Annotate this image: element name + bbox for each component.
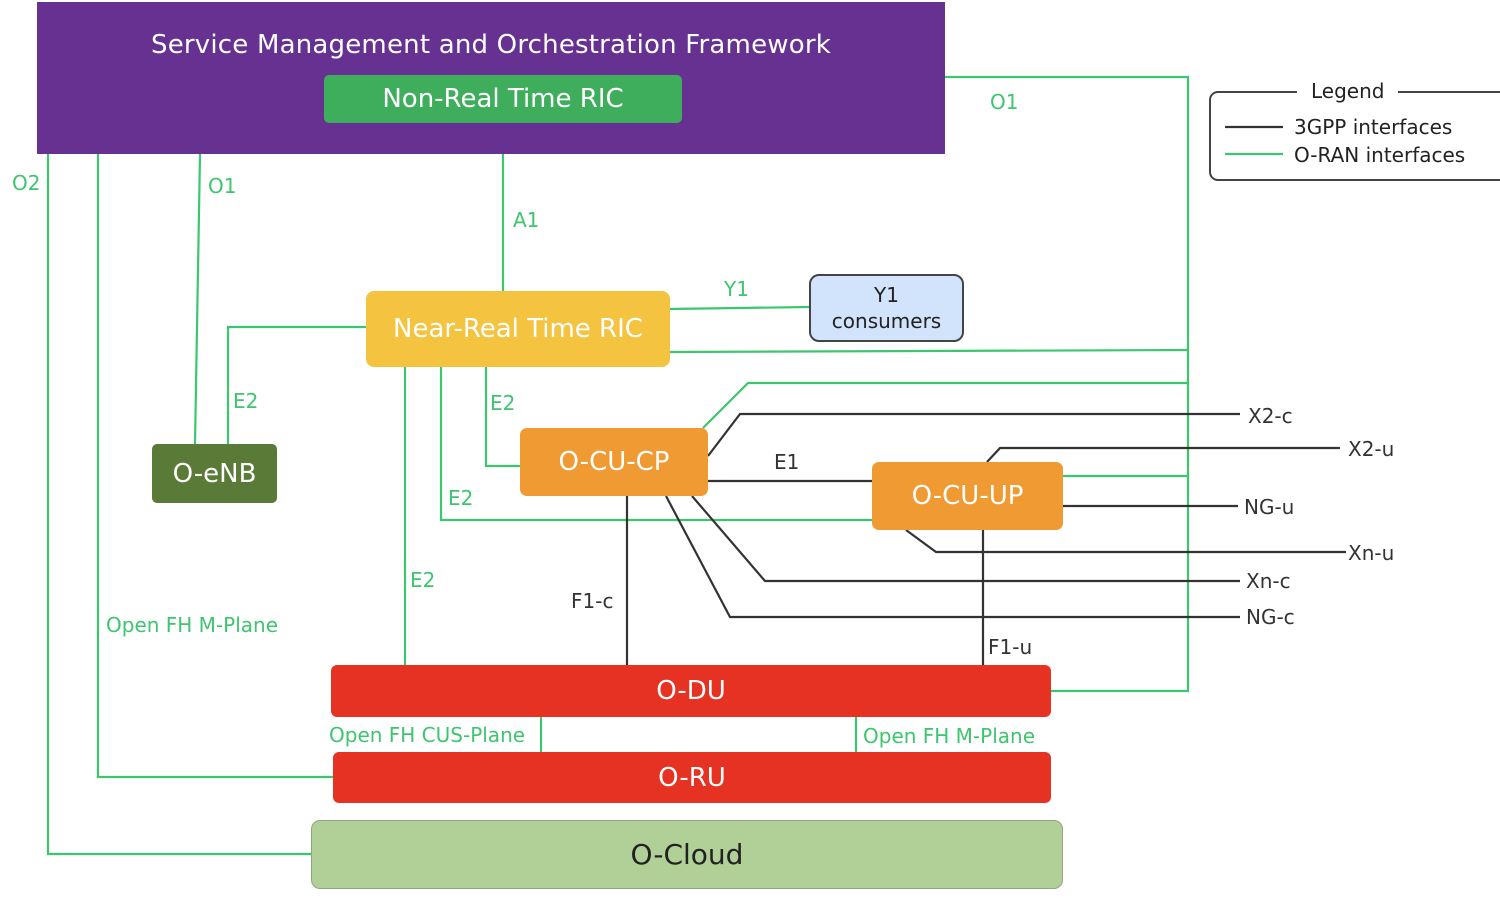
o-ru-box[interactable]: O-RU [333, 752, 1051, 803]
ngc-line [665, 495, 1240, 619]
o-cu-cp-label: O-CU-CP [558, 447, 670, 477]
o2-line [46, 154, 311, 856]
open-fh-m-plane-right-label: Open FH M-Plane [863, 724, 1036, 748]
ngc-label: NG-c [1246, 605, 1295, 629]
x2u-label: X2-u [1348, 437, 1395, 461]
smo-oru-mplane-line [96, 154, 333, 779]
near-rt-ric-label: Near-Real Time RIC [393, 314, 643, 344]
e1-label: E1 [774, 450, 800, 474]
e2-cucp-label: E2 [490, 391, 516, 415]
xnc-label: Xn-c [1246, 569, 1291, 593]
o1-oenb-line [193, 153, 202, 445]
o-du-label: O-DU [656, 676, 726, 706]
x2u-line [986, 446, 1340, 463]
f1u-label: F1-u [988, 635, 1033, 659]
y1-consumers-box[interactable]: Y1 consumers [809, 274, 964, 342]
legend-3gpp-label: 3GPP interfaces [1294, 115, 1453, 139]
e2-cuup-label: E2 [448, 486, 474, 510]
o1-left-label: O1 [208, 174, 237, 198]
non-rt-ric-box[interactable]: Non-Real Time RIC [324, 75, 682, 123]
cucp-o1-line [702, 381, 1188, 429]
e2-cucp-line [484, 367, 520, 468]
non-rt-ric-label: Non-Real Time RIC [382, 84, 624, 114]
xnu-line [905, 529, 1346, 554]
e2-du-label: E2 [410, 568, 436, 592]
o-cloud-label: O-Cloud [630, 838, 744, 871]
open-fh-m-plane-left-label: Open FH M-Plane [106, 613, 279, 637]
e2-oenb-line [226, 325, 366, 444]
legend-oran-label: O-RAN interfaces [1294, 143, 1466, 167]
x2c-label: X2-c [1248, 404, 1293, 428]
o-enb-label: O-eNB [172, 458, 257, 489]
smo-title: Service Management and Orchestration Fra… [151, 30, 831, 60]
a1-label: A1 [513, 208, 540, 232]
e2-cuup-line [439, 367, 872, 522]
y1-line [669, 305, 810, 311]
xnu-label: Xn-u [1348, 541, 1395, 565]
o-enb-box[interactable]: O-eNB [152, 444, 277, 503]
near-rt-ric-box[interactable]: Near-Real Time RIC [366, 291, 670, 367]
y1-consumers-line2: consumers [831, 309, 942, 333]
legend-title: Legend [1297, 79, 1399, 103]
open-fh-cus-plane-label: Open FH CUS-Plane [329, 723, 526, 747]
oran-interface-lines [46, 75, 1283, 856]
o-cloud-box[interactable]: O-Cloud [311, 820, 1063, 889]
e2-oenb-label: E2 [233, 389, 259, 413]
f1c-label: F1-c [571, 589, 614, 613]
o-cu-up-box[interactable]: O-CU-UP [872, 462, 1063, 530]
o2-label: O2 [12, 171, 41, 195]
y1-consumers-line1: Y1 [874, 283, 899, 307]
ngu-label: NG-u [1244, 495, 1295, 519]
o1-right-label: O1 [990, 90, 1019, 114]
nearrt-o1-line [669, 348, 1189, 354]
y1-label: Y1 [724, 277, 749, 301]
gpp-interface-lines [625, 125, 1346, 665]
o-ru-label: O-RU [658, 762, 726, 793]
o-du-box[interactable]: O-DU [331, 665, 1051, 717]
xnc-line [691, 495, 1240, 583]
x2c-line [707, 412, 1240, 457]
o-cu-up-label: O-CU-UP [911, 481, 1024, 511]
o-cu-cp-box[interactable]: O-CU-CP [520, 428, 708, 496]
